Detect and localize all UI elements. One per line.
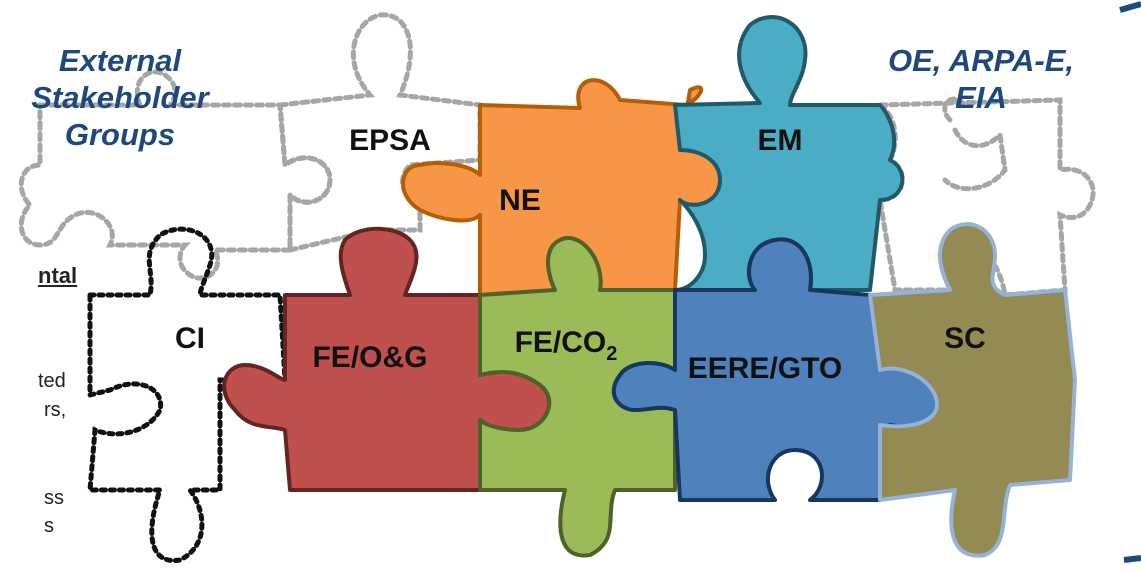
external-stakeholder-piece-outline xyxy=(18,69,333,281)
fe-co2-label: FE/CO2 xyxy=(515,326,618,365)
cutoff-heading-fragment: ntal xyxy=(38,263,78,288)
eere-gto-label: EERE/GTO xyxy=(688,352,842,385)
fe-co2-subscript: 2 xyxy=(606,343,617,365)
ci-piece-outline xyxy=(87,226,288,564)
external-stakeholder-groups-label: External Stakeholder Groups xyxy=(31,43,209,152)
fe-co2-piece xyxy=(478,236,677,558)
sc-label: SC xyxy=(944,322,986,355)
cutoff-text-line3: ss xyxy=(44,487,64,509)
ci-label: CI xyxy=(175,322,205,355)
oe-arpae-eia-inner-outline xyxy=(942,96,1008,192)
cutoff-text-line1: ted xyxy=(38,370,66,392)
cutoff-text-line4: s xyxy=(44,515,54,537)
sc-piece xyxy=(868,222,1077,558)
fe-co2-main: FE/CO xyxy=(515,326,607,359)
eere-gto-piece xyxy=(611,237,939,502)
right-edge-bracket-top xyxy=(1119,1,1141,13)
em-label: EM xyxy=(758,124,803,157)
cutoff-text-line2: rs, xyxy=(44,399,67,421)
ne-label: NE xyxy=(499,184,541,217)
epsa-label: EPSA xyxy=(349,124,431,157)
fe-og-label: FE/O&G xyxy=(312,341,427,374)
right-edge-bracket-bottom xyxy=(1123,555,1141,563)
oe-arpae-eia-label: OE, ARPA-E, EIA xyxy=(887,43,1074,115)
